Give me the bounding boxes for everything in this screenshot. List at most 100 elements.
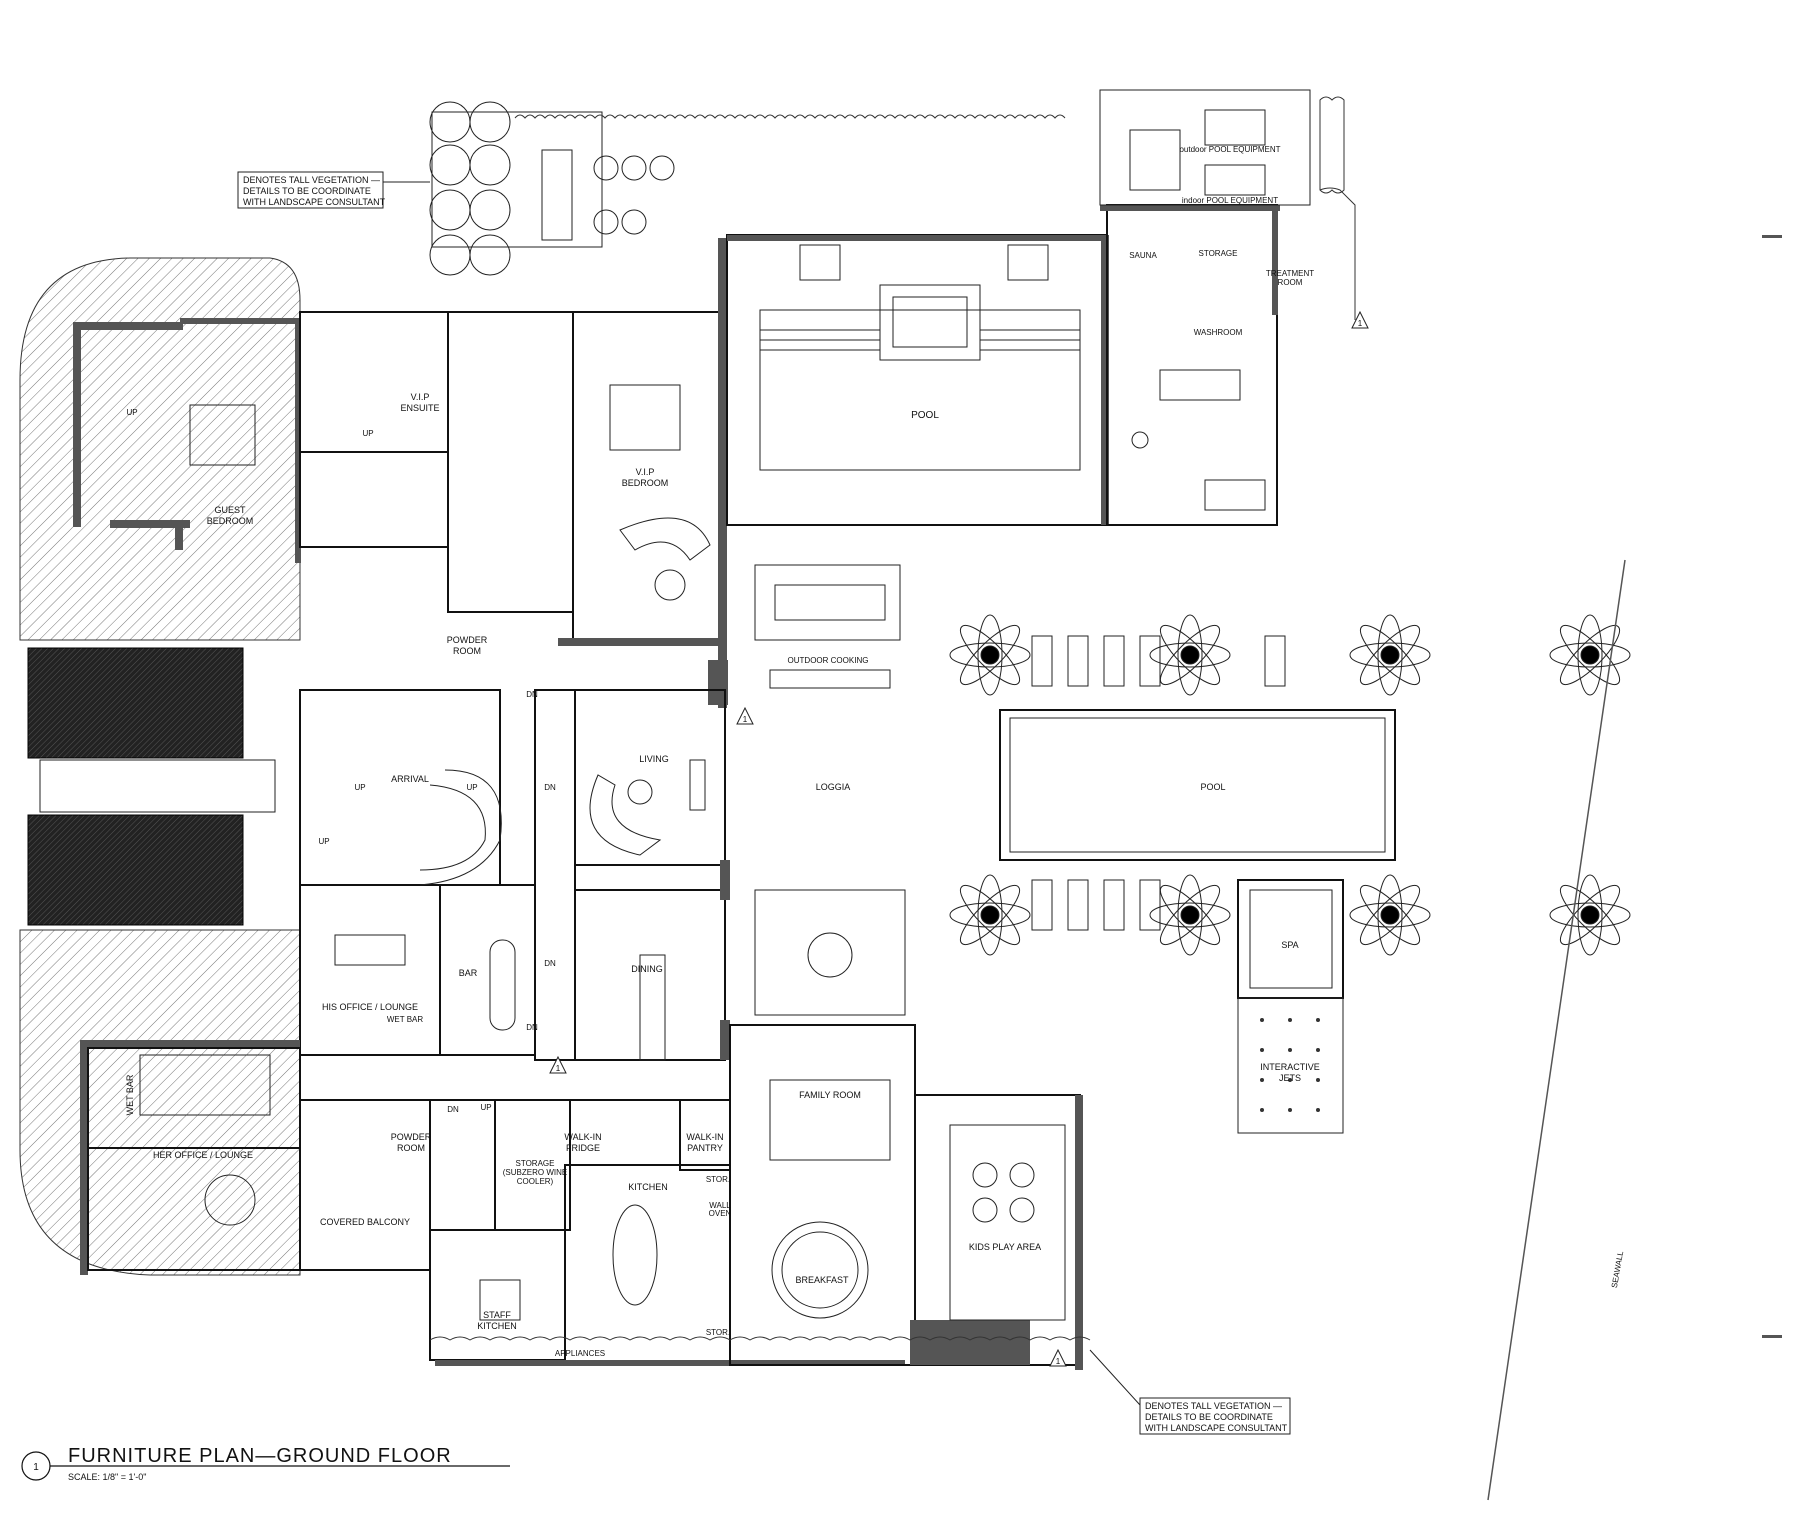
outdoor-pool-equipment-label: outdoor POOL EQUIPMENT — [1179, 145, 1280, 154]
appliances-label: APPLIANCES — [555, 1349, 605, 1358]
storage-lower-label-line3: COOLER) — [517, 1177, 554, 1186]
stair-dn-label: DN — [526, 1023, 538, 1032]
powder-room-lower-label-line2: ROOM — [397, 1143, 425, 1153]
staff-kitchen-label: STAFF — [483, 1310, 511, 1320]
walk-in-pantry-label-line2: PANTRY — [687, 1143, 723, 1153]
stair-up-label: UP — [354, 783, 365, 792]
stair-dn-label: DN — [526, 690, 538, 699]
lounge-chair — [1007, 244, 1049, 281]
spa — [1237, 879, 1344, 999]
spa-label: SPA — [1281, 940, 1298, 950]
driveway — [39, 759, 276, 813]
note-bottom-right-line-3: WITH LANDSCAPE CONSULTANT — [1145, 1423, 1288, 1433]
storage-upper-label: STORAGE — [1199, 249, 1238, 258]
outdoor-cooking-label: OUTDOOR COOKING — [788, 656, 869, 665]
walk-in-fridge-label-line2: FRIDGE — [566, 1143, 600, 1153]
dining-label: DINING — [631, 964, 663, 974]
kids-play-area-label: KIDS PLAY AREA — [969, 1242, 1041, 1252]
stair-up-label: UP — [126, 408, 137, 417]
wet-bar-her-label: WET BAR — [125, 1074, 135, 1115]
revision-marker-number: 1 — [1358, 319, 1363, 328]
note-top-left-line-2: DETAILS TO BE COORDINATE — [243, 186, 371, 196]
planter-strip — [431, 111, 603, 248]
her-office-label: HER OFFICE / LOUNGE — [153, 1150, 253, 1160]
stair-dn-label: DN — [544, 783, 556, 792]
treatment-room-label-line2: ROOM — [1278, 278, 1303, 287]
revision-marker-number: 1 — [1056, 1357, 1061, 1366]
kitchen-label: KITCHEN — [628, 1182, 668, 1192]
furniture — [139, 369, 1266, 1321]
vip-bedroom-label: V.I.P — [636, 467, 655, 477]
vip-ensuite-label-line2: ENSUITE — [400, 403, 439, 413]
arrival-label: ARRIVAL — [391, 774, 429, 784]
note-bottom-right-line-2: DETAILS TO BE COORDINATE — [1145, 1412, 1273, 1422]
stair-up-label: UP — [318, 837, 329, 846]
garage-bay-2 — [27, 814, 244, 926]
loggia-label: LOGGIA — [816, 782, 851, 792]
outdoor-lounge — [754, 889, 906, 1016]
walk-in-fridge-label: WALK-IN — [564, 1132, 601, 1142]
tall-vegetation — [429, 101, 511, 276]
storage-lower-label-line2: (SUBZERO WINE — [503, 1168, 567, 1177]
vegetation-hedge-top — [429, 96, 1356, 1341]
detail-number: 1 — [33, 1462, 39, 1473]
interactive-jets-pad — [1237, 997, 1344, 1134]
room-labels: GUEST BEDROOM V.I.P ENSUITE V.I.P BEDROO… — [125, 145, 1625, 1358]
treatment-room-label: TREATMENT — [1266, 269, 1314, 278]
staff-kitchen-label-line2: KITCHEN — [477, 1321, 517, 1331]
guest-bedroom-label-line2: BEDROOM — [207, 516, 254, 526]
bar-label: BAR — [459, 968, 478, 978]
note-top-left: DENOTES TALL VEGETATION — DETAILS TO BE … — [237, 171, 430, 209]
family-room-label: FAMILY ROOM — [799, 1090, 861, 1100]
drawing-scale: SCALE: 1/8" = 1'-0" — [68, 1472, 146, 1482]
pool-steps — [760, 329, 1080, 351]
seawall-line — [1487, 559, 1626, 1501]
outdoor-cooking-counter — [769, 669, 891, 689]
revision-marker-number: 1 — [743, 715, 748, 724]
upper-left-terrace — [19, 257, 301, 641]
breakfast-label: BREAKFAST — [795, 1275, 849, 1285]
note-top-left-line-1: DENOTES TALL VEGETATION — — [243, 175, 380, 185]
seawall-label: SEAWALL — [1610, 1250, 1625, 1289]
powder-room-upper-label: POWDER — [447, 635, 488, 645]
building-walls — [73, 204, 1280, 1370]
note-bottom-right-line-1: DENOTES TALL VEGETATION — — [1145, 1401, 1282, 1411]
stor-1-label: STOR. — [706, 1175, 730, 1184]
his-office-label: HIS OFFICE / LOUNGE — [322, 1002, 418, 1012]
vip-ensuite-label: V.I.P — [411, 392, 430, 402]
living-label: LIVING — [639, 754, 669, 764]
storage-lower-label: STORAGE — [516, 1159, 555, 1168]
stair-dn-label: DN — [544, 959, 556, 968]
walk-in-pantry-label: WALK-IN — [686, 1132, 723, 1142]
interactive-jets-label-line2: JETS — [1279, 1073, 1301, 1083]
palm-trees — [949, 614, 1631, 956]
jet-points — [1260, 1018, 1320, 1112]
wall-oven-label: WALL — [709, 1201, 731, 1210]
stair-up-label: UP — [466, 783, 477, 792]
washroom-label: WASHROOM — [1194, 328, 1243, 337]
covered-balcony-label: COVERED BALCONY — [320, 1217, 410, 1227]
lower-left-terrace — [19, 929, 301, 1276]
pool-lounge-chairs — [1031, 635, 1286, 931]
upper-pool-label: POOL — [911, 410, 939, 421]
outdoor-dining-table — [754, 564, 901, 641]
stair-up-label: UP — [362, 429, 373, 438]
main-pool — [999, 709, 1396, 861]
powder-room-lower-label: POWDER — [391, 1132, 432, 1142]
revision-marker-number: 1 — [556, 1064, 561, 1073]
sauna-label: SAUNA — [1129, 251, 1157, 260]
powder-room-upper-label-line2: ROOM — [453, 646, 481, 656]
upper-pool — [759, 309, 1081, 471]
note-bottom-right: DENOTES TALL VEGETATION — DETAILS TO BE … — [1089, 1349, 1291, 1435]
wet-bar-his-label: WET BAR — [387, 1015, 424, 1024]
indoor-pool-equipment-label: indoor POOL EQUIPMENT — [1182, 196, 1278, 205]
garage-bay-1 — [27, 647, 244, 759]
vip-bedroom-label-line2: BEDROOM — [622, 478, 669, 488]
lounge-chair — [799, 244, 841, 281]
interactive-jets-label: INTERACTIVE — [1260, 1062, 1320, 1072]
guest-bedroom-label: GUEST — [214, 505, 246, 515]
stair-up-label: UP — [480, 1103, 491, 1112]
main-pool-label: POOL — [1200, 782, 1225, 792]
